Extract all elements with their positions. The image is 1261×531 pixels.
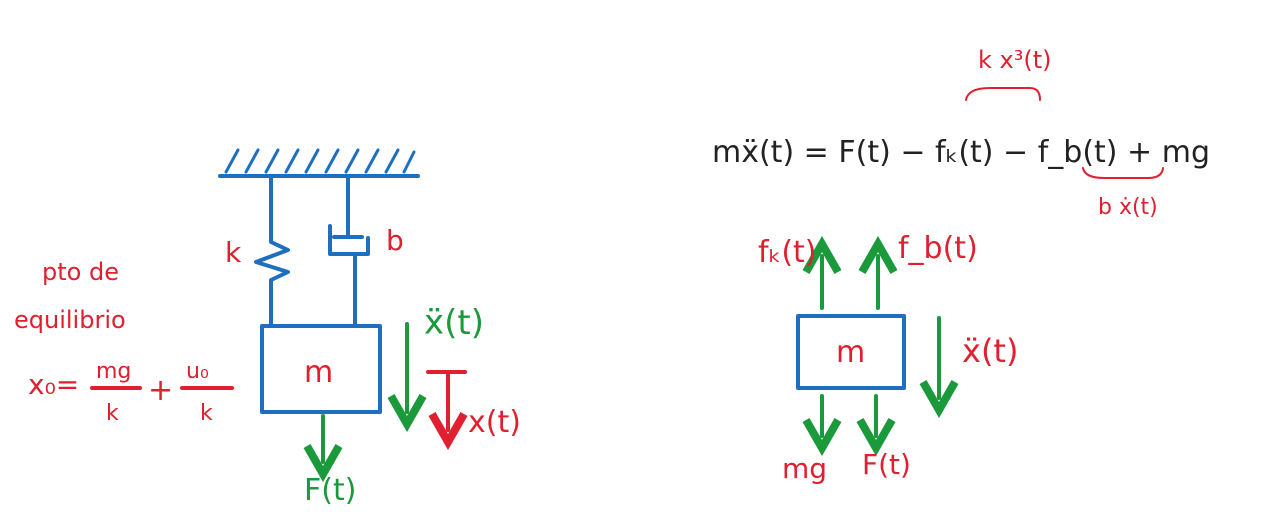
spring-label: k bbox=[225, 236, 242, 269]
ceiling-support bbox=[218, 148, 420, 178]
fk-annotation: k x³(t) bbox=[978, 46, 1052, 74]
weight-label: mg bbox=[782, 452, 827, 485]
damper bbox=[328, 176, 370, 328]
fbd-mass-block bbox=[796, 314, 906, 390]
fbd-acceleration-label: ẍ(t) bbox=[962, 332, 1018, 370]
mass-label: m bbox=[304, 355, 333, 390]
fb-annotation: b ẋ(t) bbox=[1098, 195, 1158, 220]
formula-lhs: x₀= bbox=[28, 368, 79, 401]
spring bbox=[254, 176, 290, 328]
formula-den2: k bbox=[200, 401, 213, 426]
fk-label: fₖ(t) bbox=[758, 235, 817, 270]
fk-overbrace bbox=[965, 87, 1041, 101]
acceleration-label: ẍ(t) bbox=[424, 303, 484, 343]
fbd-mass-label: m bbox=[836, 335, 865, 370]
formula-num1: mg bbox=[96, 359, 131, 384]
external-force-label: F(t) bbox=[862, 448, 911, 481]
formula-den1: k bbox=[106, 401, 119, 426]
equation-fb: f_b(t) bbox=[1038, 135, 1118, 170]
equation-tail: + mg bbox=[1118, 135, 1210, 170]
damper-label: b bbox=[386, 224, 404, 257]
displacement-label: x(t) bbox=[468, 405, 521, 440]
equation-main: mẍ(t) = F(t) − bbox=[712, 135, 935, 170]
equation-minus: − bbox=[994, 135, 1038, 170]
fb-label: f_b(t) bbox=[898, 231, 978, 266]
displacement-arrow bbox=[426, 370, 465, 430]
mass-block bbox=[260, 324, 382, 414]
equilibrium-line1: pto de bbox=[42, 258, 119, 286]
equilibrium-note: pto de equilibrio bbox=[14, 258, 126, 334]
fb-underbrace bbox=[1082, 167, 1164, 179]
equilibrium-formula: x₀= mg k + u₀ k bbox=[28, 359, 234, 426]
formula-num2: u₀ bbox=[186, 359, 209, 384]
equation-of-motion: mẍ(t) = F(t) − fₖ(t) − f_b(t) + mg bbox=[712, 135, 1210, 170]
svg-text:mẍ(t) = F(t) − fₖ(t) − f_b(t): mẍ(t) = F(t) − fₖ(t) − f_b(t) + mg bbox=[712, 135, 1210, 170]
equation-fk: fₖ(t) bbox=[935, 135, 994, 170]
force-label: F(t) bbox=[304, 473, 356, 508]
equilibrium-line2: equilibrio bbox=[14, 306, 126, 334]
formula-plus: + bbox=[148, 373, 173, 408]
